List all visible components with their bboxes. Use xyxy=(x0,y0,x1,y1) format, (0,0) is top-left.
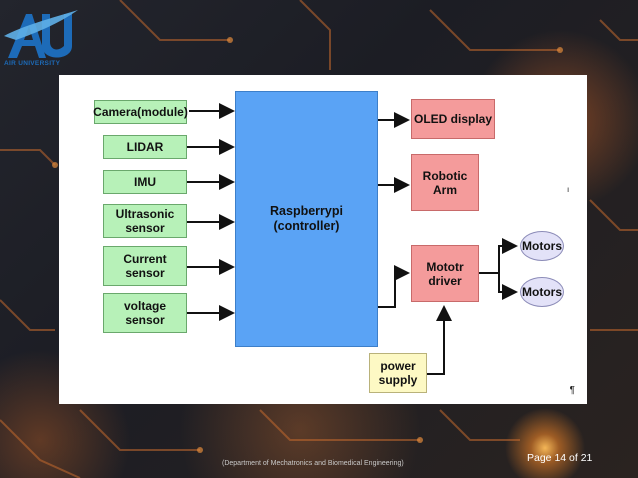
imu-box: IMU xyxy=(103,170,187,194)
stray-mark: ı xyxy=(567,185,570,194)
voltage-sensor-box: voltage sensor xyxy=(103,293,187,333)
diagram-panel: Camera(module) LIDAR IMU Ultrasonic sens… xyxy=(59,75,587,404)
current-sensor-box: Current sensor xyxy=(103,246,187,286)
arrow-driver-to-motor-top xyxy=(479,238,518,274)
department-footer: (Department of Mechatronics and Biomedic… xyxy=(222,460,404,467)
arrow-driver-to-motor-bottom xyxy=(498,273,518,300)
power-supply-box: power supply xyxy=(369,353,427,393)
diagram-connectors xyxy=(187,103,518,375)
pilcrow-mark: ¶ xyxy=(569,385,575,396)
lidar-box: LIDAR xyxy=(103,135,187,159)
arrow-power-to-driver xyxy=(427,305,452,375)
ultrasonic-sensor-box: Ultrasonic sensor xyxy=(103,204,187,238)
motors-circle-bottom: Motors xyxy=(520,277,564,307)
oled-display-box: OLED display xyxy=(411,99,495,139)
page-number: Page 14 of 21 xyxy=(527,452,593,464)
motor-driver-box: Mototr driver xyxy=(411,245,479,302)
logo-text: AIR UNIVERSITY xyxy=(4,60,61,67)
motors-circle-top: Motors xyxy=(520,231,564,261)
robotic-arm-box: Robotic Arm xyxy=(411,154,479,211)
raspberrypi-controller-box: Raspberrypi (controller) xyxy=(235,91,378,347)
air-university-logo xyxy=(4,10,78,58)
camera-module-box: Camera(module) xyxy=(93,100,188,124)
arrow-controller-to-driver xyxy=(378,265,410,308)
